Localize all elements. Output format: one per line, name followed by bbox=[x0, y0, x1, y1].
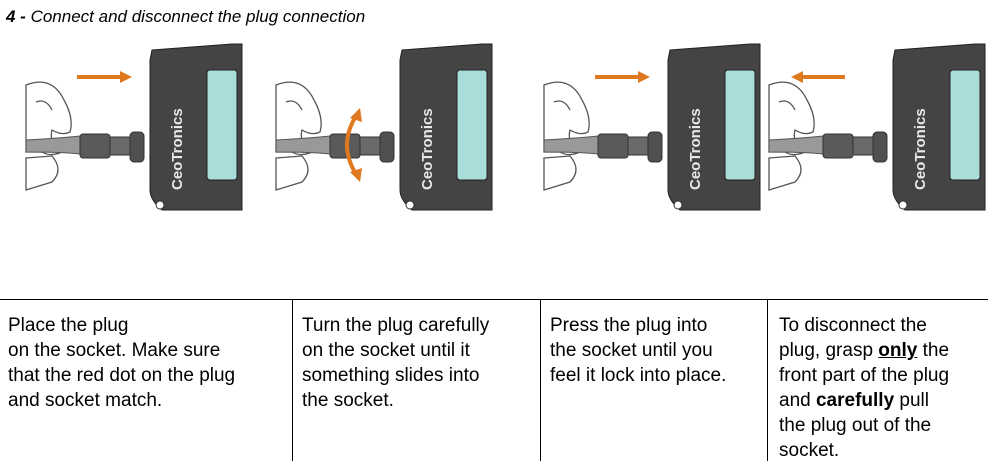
section-title: Connect and disconnect the plug connecti… bbox=[30, 7, 366, 26]
hand-drawing bbox=[275, 81, 322, 191]
step-1-text: Place the plug on the socket. Make sure … bbox=[8, 313, 235, 413]
step-2-line: something slides into bbox=[302, 365, 480, 386]
step-1-line: Place the plug bbox=[8, 315, 129, 336]
emphasis-only: only bbox=[878, 340, 918, 361]
table-top-border bbox=[0, 299, 988, 300]
step-4-line: plug, grasp only the bbox=[779, 340, 950, 361]
rotate-arrow-icon bbox=[345, 108, 362, 182]
step-2-illustration: CeoTronics bbox=[272, 40, 502, 215]
hand-drawing bbox=[25, 81, 72, 191]
step-2-line: the socket. bbox=[302, 390, 394, 411]
svg-text:CeoTronics: CeoTronics bbox=[169, 108, 186, 190]
section-heading: 4 - Connect and disconnect the plug conn… bbox=[6, 7, 365, 27]
svg-text:CeoTronics: CeoTronics bbox=[419, 108, 436, 190]
hand-drawing bbox=[768, 81, 815, 191]
step-1-line: and socket match. bbox=[8, 390, 163, 411]
step-3-line: feel it lock into place. bbox=[550, 365, 727, 386]
step-3-illustration: CeoTronics bbox=[540, 40, 770, 215]
socket-drawing bbox=[872, 131, 888, 163]
socket-drawing bbox=[647, 131, 663, 163]
step-2-text: Turn the plug carefully on the socket un… bbox=[302, 313, 489, 413]
arrow-left-icon bbox=[791, 71, 845, 83]
step-4-line: and carefully pull bbox=[779, 390, 929, 411]
step-4-line: socket. bbox=[779, 440, 840, 461]
step-3-text: Press the plug into the socket until you… bbox=[550, 313, 726, 388]
step-1-line: that the red dot on the plug bbox=[8, 365, 236, 386]
device-drawing: CeoTronics bbox=[149, 43, 243, 211]
step-4-line: front part of the plug bbox=[779, 365, 950, 386]
socket-drawing bbox=[129, 131, 145, 163]
svg-text:CeoTronics: CeoTronics bbox=[687, 108, 704, 190]
emphasis-carefully: carefully bbox=[815, 390, 895, 411]
step-3-line: the socket until you bbox=[550, 340, 713, 361]
column-divider bbox=[292, 299, 293, 461]
column-divider bbox=[540, 299, 541, 461]
device-drawing: CeoTronics bbox=[399, 43, 493, 211]
step-2-line: on the socket until it bbox=[302, 340, 470, 361]
step-4-text: To disconnect the plug, grasp only the f… bbox=[779, 313, 949, 463]
section-number: 4 - bbox=[6, 7, 26, 26]
step-4-line: the plug out of the bbox=[779, 415, 932, 436]
arrow-right-icon bbox=[595, 71, 650, 83]
step-4-line: To disconnect the bbox=[779, 315, 927, 336]
step-4-illustration: CeoTronics bbox=[765, 40, 988, 215]
socket-drawing bbox=[379, 131, 395, 163]
plug-drawing bbox=[543, 133, 649, 159]
plug-drawing bbox=[25, 133, 131, 159]
step-3-line: Press the plug into bbox=[550, 315, 708, 336]
step-1-illustration: CeoTronics bbox=[22, 40, 252, 215]
plug-drawing bbox=[768, 133, 874, 159]
step-2-line: Turn the plug carefully bbox=[302, 315, 490, 336]
step-1-line: on the socket. Make sure bbox=[8, 340, 221, 361]
svg-text:CeoTronics: CeoTronics bbox=[912, 108, 929, 190]
column-divider bbox=[767, 299, 768, 461]
hand-drawing bbox=[543, 81, 590, 191]
device-drawing: CeoTronics bbox=[892, 43, 986, 211]
arrow-right-icon bbox=[77, 71, 132, 83]
device-drawing: CeoTronics bbox=[667, 43, 761, 211]
